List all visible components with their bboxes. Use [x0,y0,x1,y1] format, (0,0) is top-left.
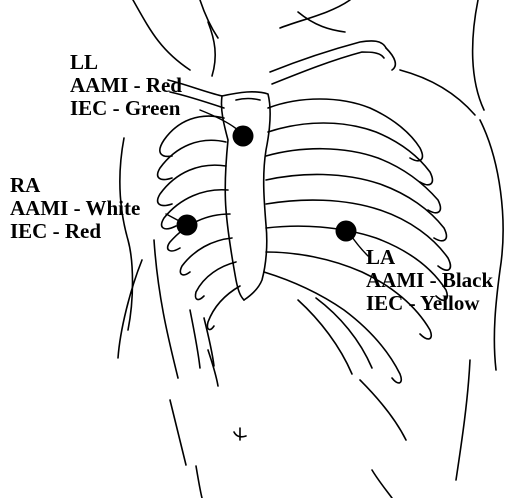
lead-code: LA [366,246,493,269]
lead-label-la: LA AAMI - Black IEC - Yellow [366,246,493,315]
electrode-ra [177,215,198,236]
lead-code: LL [70,51,182,74]
lead-iec-color: IEC - Yellow [366,292,493,315]
lead-code: RA [10,174,140,197]
lead-label-ll: LL AAMI - Red IEC - Green [70,51,182,120]
lead-iec-color: IEC - Green [70,97,182,120]
electrode-la [336,221,357,242]
navel-mark [234,428,246,440]
lead-aami-color: AAMI - Red [70,74,182,97]
lead-iec-color: IEC - Red [10,220,140,243]
lead-aami-color: AAMI - Black [366,269,493,292]
electrode-ll [233,126,254,147]
clavicles [168,41,395,108]
lead-label-ra: RA AAMI - White IEC - Red [10,174,140,243]
lead-aami-color: AAMI - White [10,197,140,220]
